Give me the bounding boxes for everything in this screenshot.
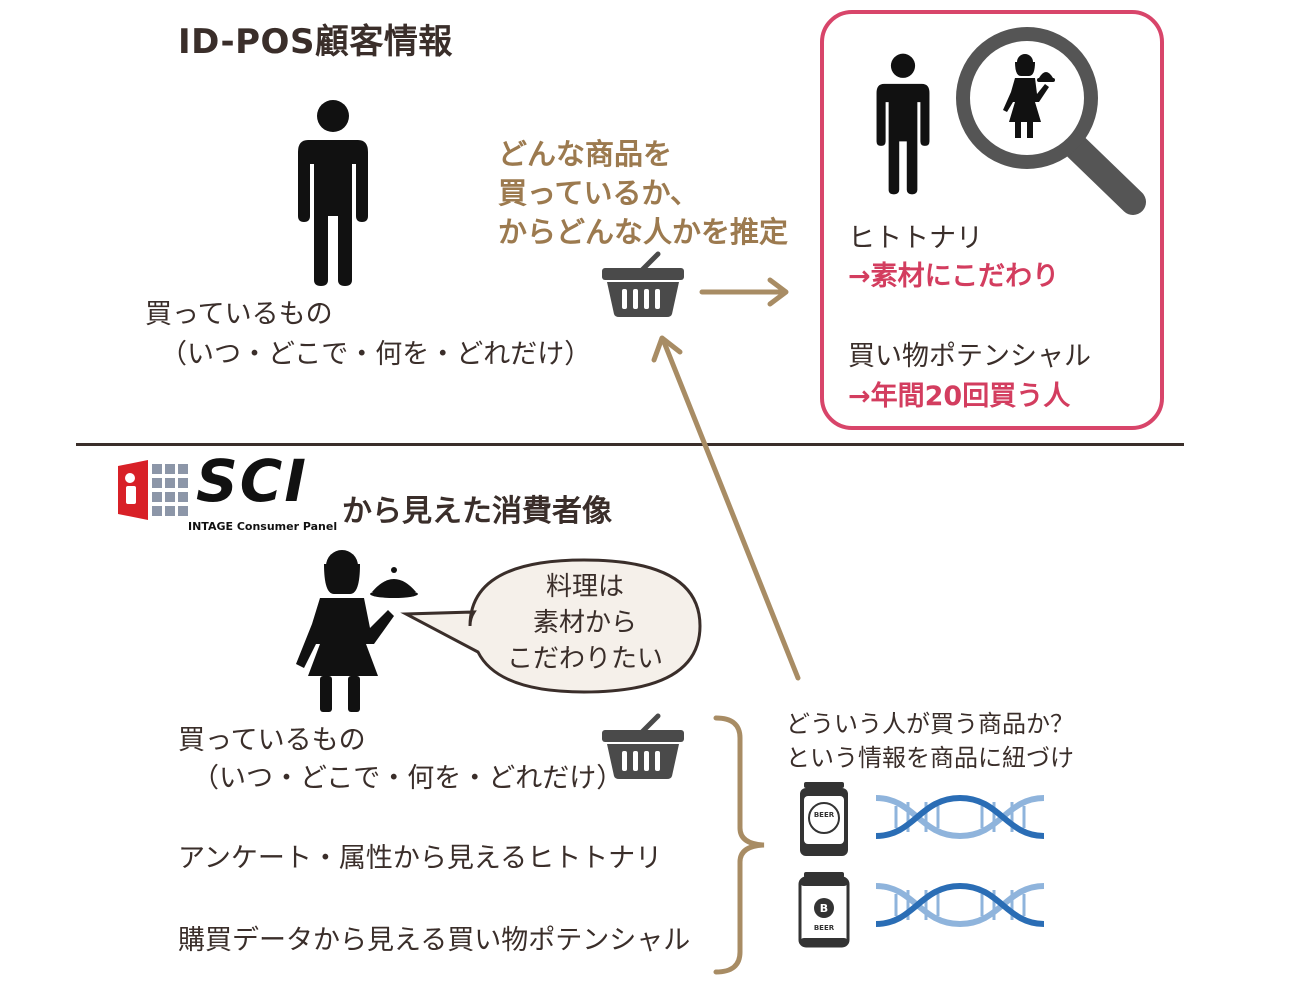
shopping-basket-icon	[602, 713, 684, 779]
id-pos-title: ID-POS顧客情報	[178, 22, 453, 62]
sci-logo-text: SCI	[196, 447, 308, 515]
list-purchases-detail: （いつ・どこで・何を・どれだけ）	[192, 763, 624, 794]
waitress-icon	[296, 550, 418, 712]
link-info-line-1: どういう人が買う商品か？	[786, 710, 1074, 738]
person-icon	[876, 53, 930, 195]
can2-label: BEER	[814, 924, 835, 932]
can2-letter: B	[820, 902, 828, 915]
dna-icon	[875, 882, 1045, 928]
trait-value: →素材にこだわり	[848, 261, 1060, 292]
bubble-line-3: こだわりたい	[506, 644, 663, 674]
can1-sub: beverage	[810, 837, 839, 844]
purchase-detail-caption: （いつ・どこで・何を・どれだけ）	[160, 339, 592, 370]
speech-bubble	[400, 558, 702, 694]
section-divider	[76, 443, 1184, 446]
curly-bracket	[713, 715, 765, 975]
potential-label: 買い物ポテンシャル	[848, 341, 1091, 372]
right-arrow-icon	[699, 277, 789, 307]
beer-can-icon: B BEER	[798, 872, 850, 948]
can1-label: BEER	[814, 811, 835, 819]
link-info-line-2: という情報を商品に紐づけ	[786, 744, 1074, 772]
bubble-line-2: 素材から	[532, 608, 637, 638]
list-purchases: 買っているもの	[178, 725, 366, 756]
shopping-basket-icon	[602, 251, 684, 317]
up-arrow-icon	[651, 335, 801, 681]
inference-line-1: どんな商品を	[498, 137, 673, 171]
magnifier-icon	[956, 27, 1146, 215]
sci-logo-subtitle: INTAGE Consumer Panel	[188, 520, 338, 533]
list-personality: アンケート・属性から見えるヒトトナリ	[178, 843, 663, 874]
list-potential: 購買データから見える買い物ポテンシャル	[178, 925, 691, 956]
dna-icon	[875, 794, 1045, 840]
potential-value: →年間20回買う人	[848, 381, 1071, 412]
beer-can-icon: BEER beverage	[800, 782, 848, 856]
consumer-image-heading: から見えた消費者像	[342, 494, 612, 529]
trait-label: ヒトトナリ	[848, 223, 983, 254]
result-box	[820, 10, 1164, 430]
inference-line-2: 買っているか、	[498, 176, 699, 210]
inference-line-3: からどんな人かを推定	[498, 215, 789, 249]
waitress-icon	[1003, 54, 1055, 138]
sci-logo-icon	[118, 460, 188, 520]
bubble-line-1: 料理は	[545, 572, 624, 602]
purchase-caption: 買っているもの	[145, 299, 333, 330]
person-icon	[298, 100, 368, 286]
